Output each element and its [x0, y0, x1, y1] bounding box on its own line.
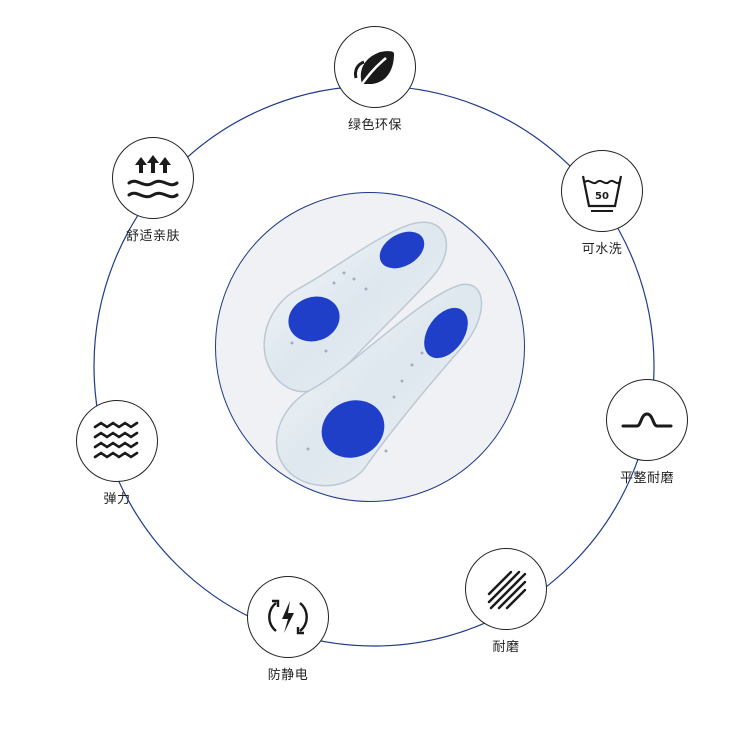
feature-label: 舒适亲肤 [125, 229, 180, 244]
feature-badge [112, 137, 194, 219]
gel-insoles-illustration [263, 221, 483, 487]
feature-comfort: 舒适亲肤 [93, 137, 213, 244]
feature-badge [465, 548, 547, 630]
feature-label: 弹力 [103, 492, 131, 507]
insole-back [263, 221, 448, 393]
feature-label: 平整耐磨 [619, 471, 674, 486]
feature-label: 可水洗 [581, 242, 623, 257]
breathable-arrows-icon [127, 155, 179, 199]
feature-eco: 绿色环保 [315, 26, 435, 133]
wash-50-icon: 50 [581, 175, 623, 212]
insole-dots [290, 271, 424, 453]
feature-badge [76, 400, 158, 482]
feature-wear-flat: 平整耐磨 [587, 379, 707, 486]
insole-front [275, 283, 483, 487]
feature-label: 耐磨 [492, 640, 520, 655]
feature-badge [334, 26, 416, 108]
leaf-icon [354, 51, 394, 85]
feature-wear: 耐磨 [446, 548, 566, 655]
feature-elastic: 弹力 [57, 400, 177, 507]
antistatic-bolt-icon [268, 599, 308, 635]
diagonal-lines-icon [487, 570, 527, 610]
smooth-curve-icon [621, 412, 673, 428]
feature-badge [606, 379, 688, 461]
feature-washable: 50 可水洗 [542, 150, 662, 257]
waves-icon [93, 421, 139, 459]
feature-antistatic: 防静电 [228, 576, 348, 683]
product-image [215, 192, 525, 502]
feature-label: 防静电 [267, 668, 309, 683]
feature-badge: 50 [561, 150, 643, 232]
feature-badge [247, 576, 329, 658]
feature-label: 绿色环保 [347, 118, 402, 133]
wash-temperature: 50 [595, 191, 609, 202]
